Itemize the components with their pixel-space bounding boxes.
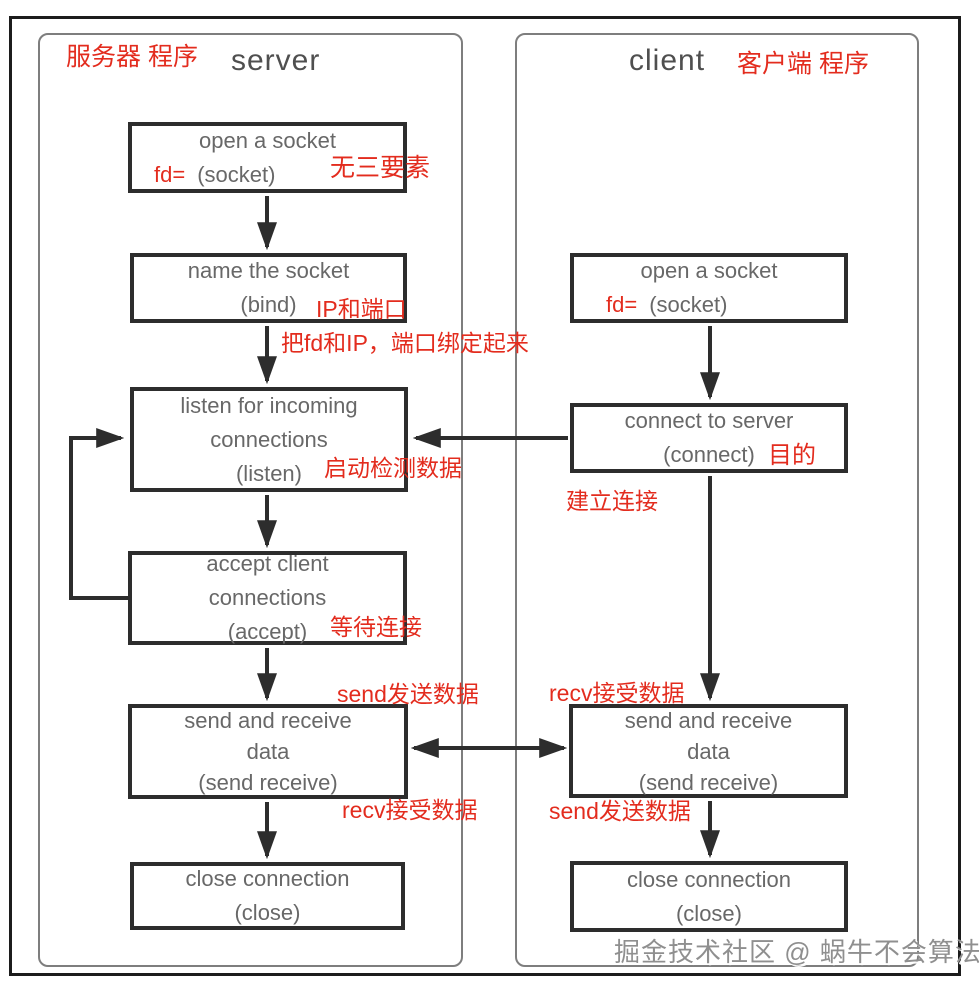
server-send-line2: data: [246, 739, 290, 764]
server-listen-line3: (listen): [235, 460, 302, 486]
server-title-note: 服务器 程序: [66, 43, 198, 71]
client-connect-line1: connect to server: [624, 408, 794, 433]
server-listen-line2: connections: [210, 426, 328, 452]
client-connect-box: connect to server (connect): [570, 403, 848, 473]
client-title: client: [629, 44, 706, 77]
watermark: 掘金技术社区 @ 蜗牛不会算法: [614, 937, 979, 967]
client-close-line1: close connection: [627, 866, 791, 892]
client-send-line3: (send receive): [638, 769, 779, 795]
server-accept-line2: connections: [208, 585, 327, 610]
server-send-receive-box: send and receive data (send receive): [128, 704, 408, 799]
server-listen-line1: listen for incoming: [180, 392, 358, 418]
server-title: server: [231, 44, 321, 77]
server-accept-line1: accept client: [206, 551, 329, 576]
note-server-send-data: send发送数据: [337, 681, 479, 707]
client-send-line2: data: [687, 738, 730, 764]
client-send-line1: send and receive: [624, 707, 793, 733]
client-send-receive-box: send and receive data (send receive): [569, 704, 848, 798]
note-ip-and-port: IP和端口: [316, 296, 407, 322]
client-close-line2: (close): [675, 900, 742, 926]
client-open-socket-line2: fd=(socket): [606, 292, 728, 317]
note-server-recv-data: recv接受数据: [342, 797, 478, 823]
fd-label: fd=: [154, 161, 186, 187]
fd-label: fd=: [606, 292, 638, 317]
note-client-recv-data: recv接受数据: [549, 680, 685, 706]
note-bind-fd-ip-port: 把fd和IP，端口绑定起来: [281, 330, 529, 356]
note-wait-connection: 等待连接: [330, 614, 422, 640]
server-open-socket-line1: open a socket: [199, 127, 336, 153]
note-listen-detect: 启动检测数据: [324, 455, 462, 481]
client-close-box: close connection (close): [570, 861, 848, 932]
client-open-socket-box: open a socket fd=(socket): [570, 253, 848, 323]
client-title-note: 客户端 程序: [737, 50, 869, 78]
note-establish-connection: 建立连接: [566, 488, 658, 514]
server-name-socket-box: name the socket (bind): [130, 253, 407, 323]
server-name-socket-line2: (bind): [240, 292, 297, 317]
server-close-line2: (close): [234, 900, 301, 925]
server-close-box: close connection (close): [130, 862, 405, 930]
server-send-line3: (send receive): [198, 770, 338, 795]
server-send-line1: send and receive: [184, 708, 352, 733]
server-open-socket-line2: fd=(socket): [154, 161, 276, 187]
server-accept-box: accept client connections (accept): [128, 551, 407, 645]
note-connect-purpose: 目的: [768, 442, 816, 469]
server-name-socket-line1: name the socket: [187, 258, 350, 283]
server-close-line1: close connection: [185, 866, 350, 891]
server-accept-line3: (accept): [227, 619, 308, 644]
server-listen-box: listen for incoming connections (listen): [130, 387, 408, 492]
client-connect-line2: (connect): [663, 442, 755, 467]
client-open-socket-line1: open a socket: [640, 258, 778, 283]
note-no-three-elements: 无三要素: [330, 154, 431, 182]
server-open-socket-box: open a socket fd=(socket): [128, 122, 407, 193]
note-client-send-data: send发送数据: [549, 798, 691, 824]
client-panel: [515, 33, 919, 967]
